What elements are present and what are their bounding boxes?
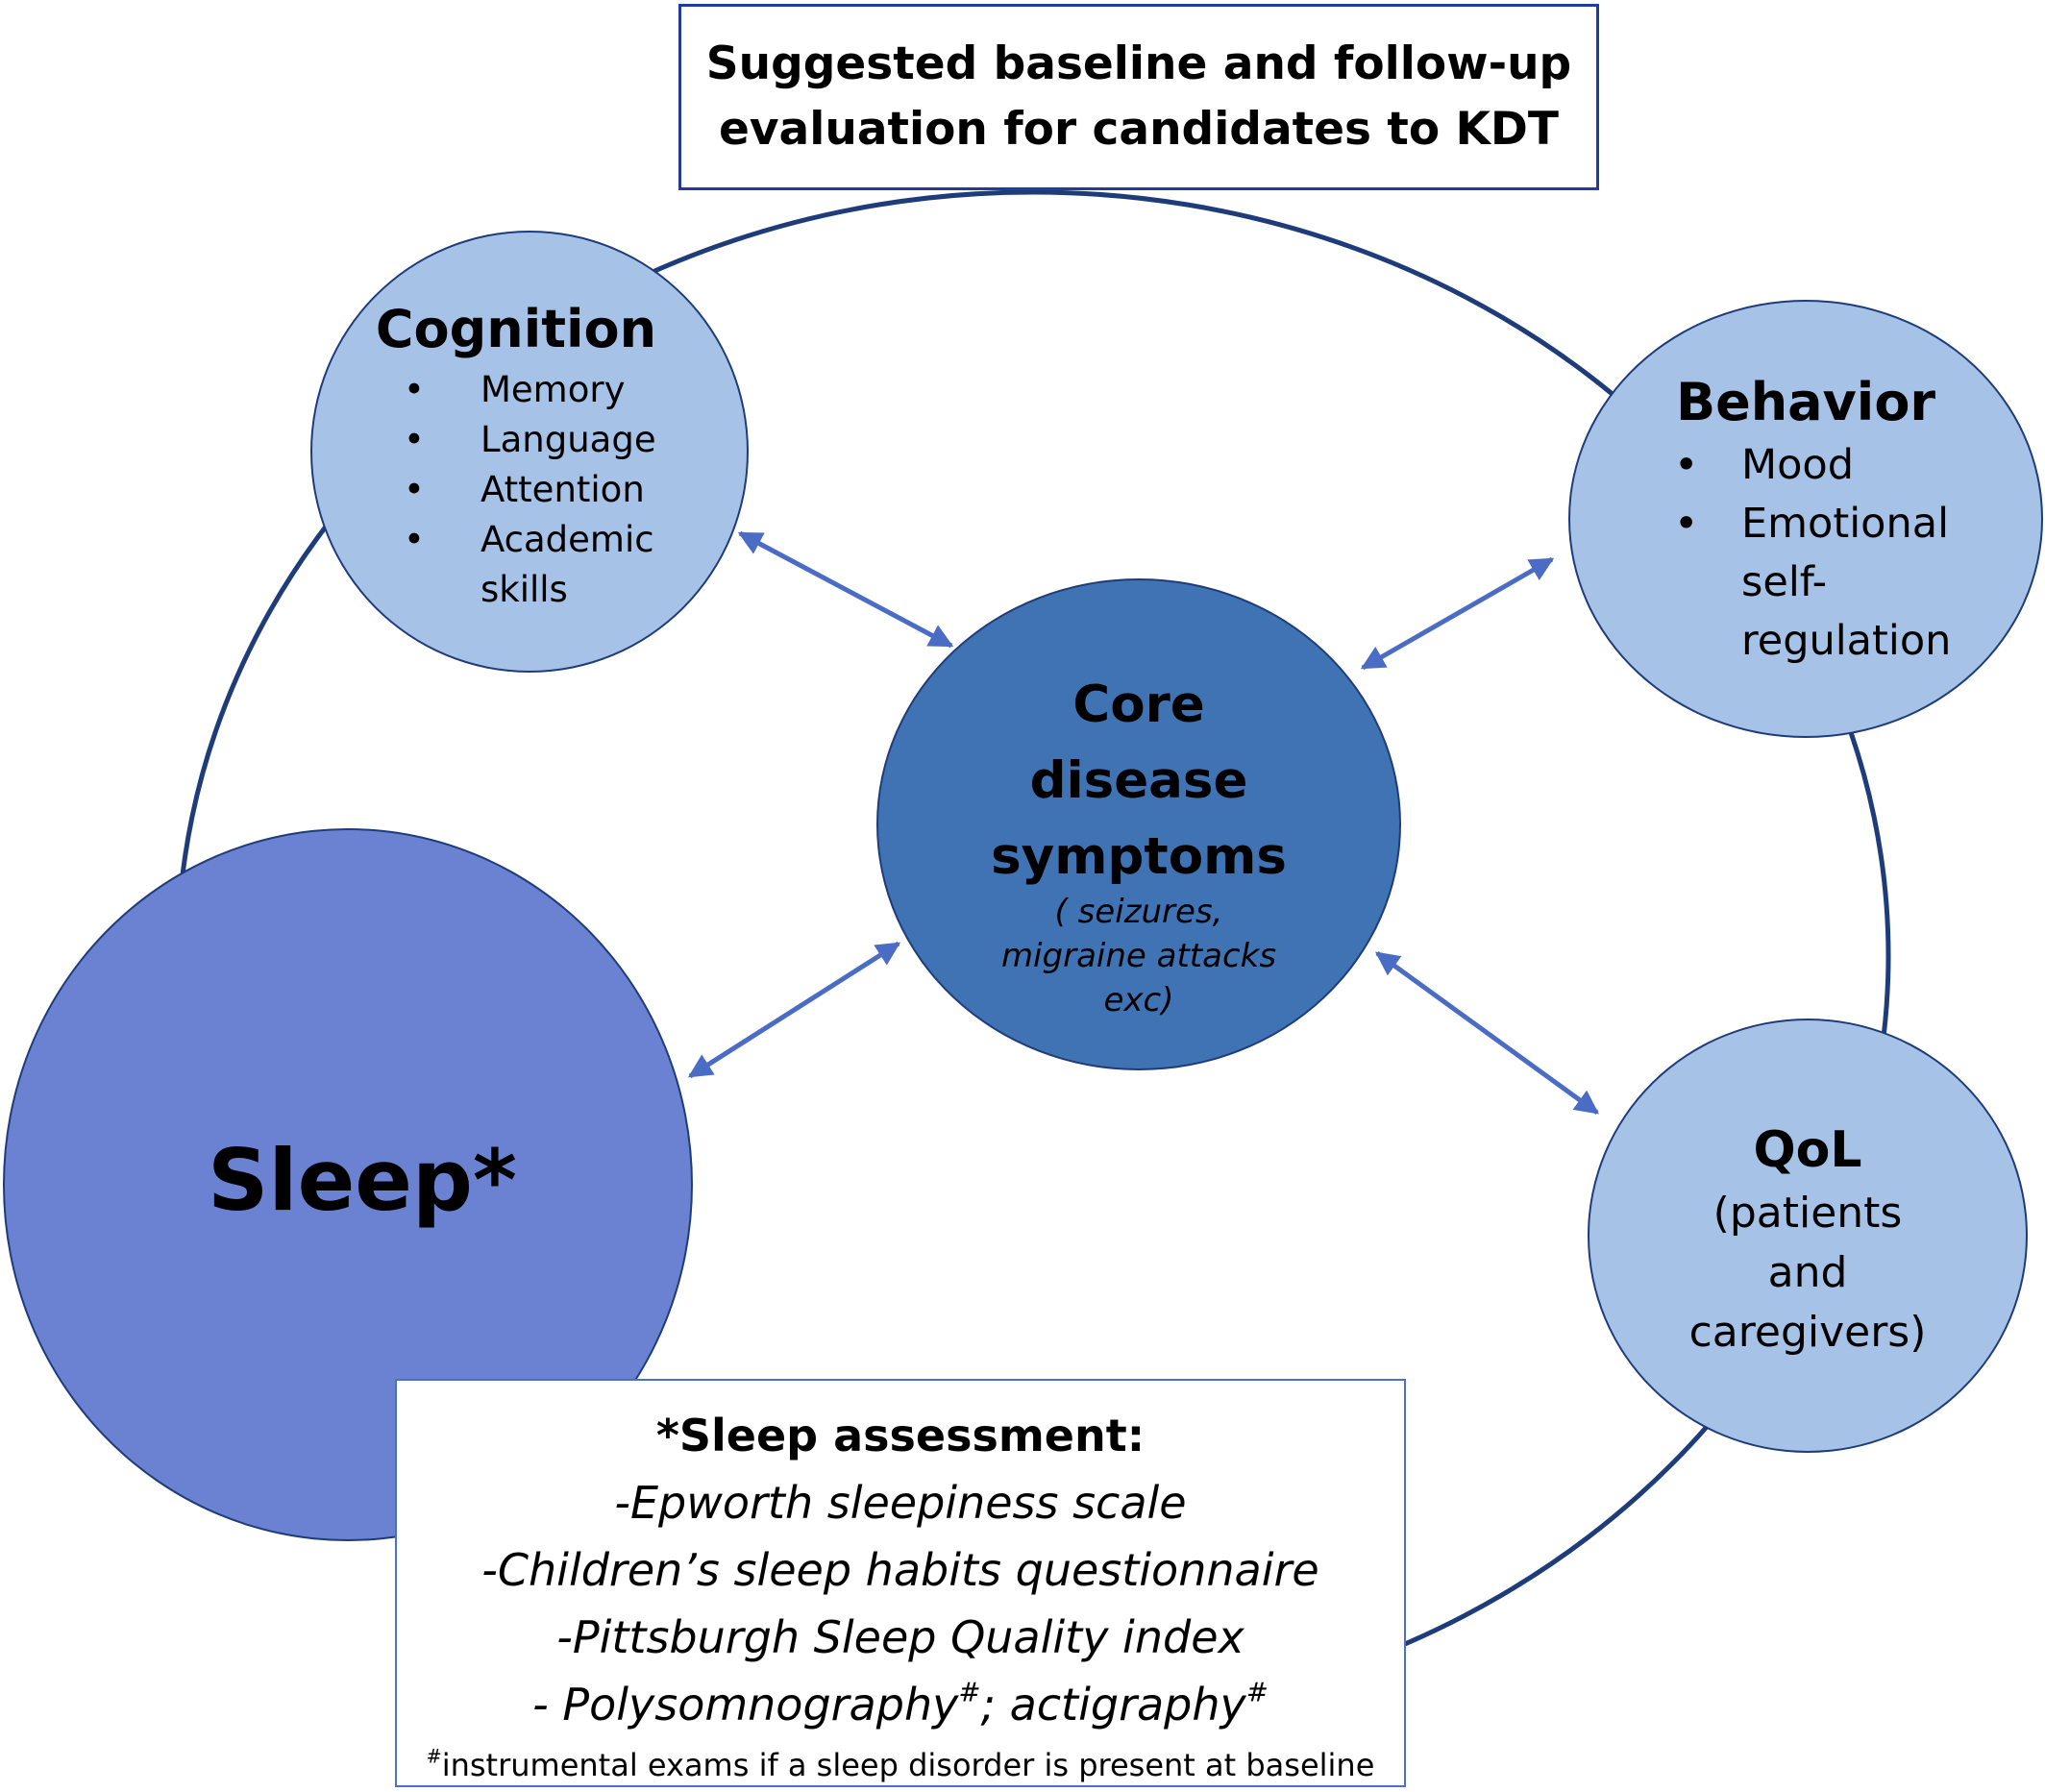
- list-item: Language: [404, 415, 655, 465]
- list-item: Memory: [404, 365, 656, 415]
- behavior-node: Behavior Mood Emotional self- regulation: [1568, 300, 2043, 738]
- list-item: self-: [1741, 558, 1828, 606]
- qol-line: caregivers): [1688, 1308, 1927, 1357]
- behavior-title: Behavior: [1675, 372, 1936, 432]
- qol-node: QoL (patients and caregivers): [1588, 1019, 2028, 1453]
- qol-text: QoL (patients and caregivers): [1589, 1117, 2026, 1362]
- title-line-1: Suggested baseline and follow-up: [705, 37, 1572, 90]
- list-item: Emotional: [1674, 495, 1951, 553]
- list-item: Attention: [404, 465, 656, 515]
- arrow-sleep-core: [687, 941, 901, 1079]
- sleep-node: Sleep*: [3, 828, 693, 1541]
- sleep-assessment-box: *Sleep assessment: -Epworth sleepiness s…: [395, 1379, 1406, 1787]
- core-symptoms-node: Core disease symptoms ( seizures, migrai…: [876, 578, 1401, 1070]
- sleep-assessment-heading: *Sleep assessment:: [655, 1410, 1146, 1461]
- list-item: regulation: [1741, 617, 1952, 665]
- core-subtitle: ( seizures, migraine attacks exc): [1000, 893, 1277, 1019]
- assessment-item: - Polysomnography#; actigraphy#: [532, 1676, 1269, 1731]
- core-title: Core disease symptoms: [991, 675, 1287, 886]
- list-item: skills: [480, 569, 568, 610]
- list-item: Mood: [1674, 436, 1951, 495]
- cognition-node: Cognition Memory Language Attention Acad…: [310, 231, 749, 673]
- title-line-2: evaluation for candidates to KDT: [719, 103, 1559, 156]
- behavior-list: Mood Emotional self- regulation: [1674, 436, 1952, 671]
- diagram-title-box: Suggested baseline and follow-up evaluat…: [678, 4, 1599, 190]
- qol-line: and: [1767, 1248, 1848, 1297]
- qol-line: (patients: [1712, 1189, 1903, 1238]
- assessment-item: -Children’s sleep habits questionnaire: [481, 1544, 1319, 1596]
- assessment-footnote: #instrumental exams if a sleep disorder …: [426, 1745, 1375, 1783]
- arrow-cognition-core: [737, 530, 954, 649]
- list-item: Academic: [404, 515, 656, 565]
- sleep-title: Sleep*: [208, 1131, 517, 1230]
- cognition-title: Cognition: [375, 299, 657, 359]
- arrow-qol-core: [1374, 950, 1600, 1116]
- cognition-list: Memory Language Attention Academic skill…: [404, 365, 656, 615]
- assessment-item: -Pittsburgh Sleep Quality index: [556, 1611, 1244, 1663]
- qol-title: QoL: [1753, 1121, 1862, 1179]
- assessment-item: -Epworth sleepiness scale: [614, 1477, 1187, 1529]
- arrow-behavior-core: [1360, 556, 1555, 671]
